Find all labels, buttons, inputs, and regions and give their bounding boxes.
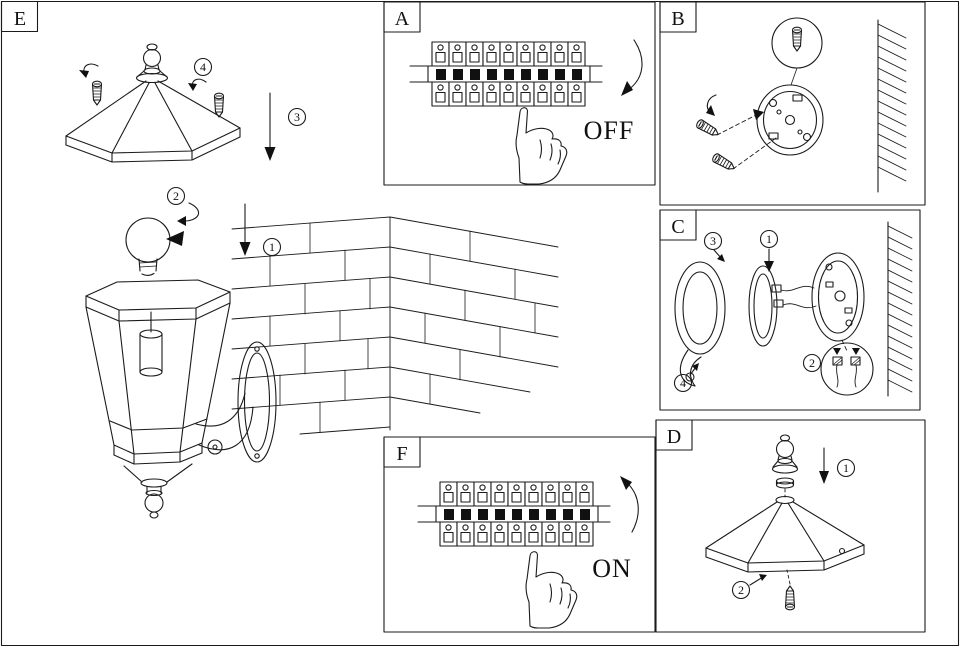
panel-b-label: B (671, 8, 684, 30)
step-badge-d2: 2 (738, 583, 744, 597)
switch-up-arrow-icon (620, 476, 639, 533)
down-arrow-step3-icon (264, 92, 276, 161)
step-badge-c4: 4 (680, 376, 686, 390)
screw-guide-dashes (786, 569, 791, 585)
lantern-roof-cap (65, 43, 241, 163)
step-badge-c2: 2 (809, 356, 815, 370)
panel-d-label: D (667, 426, 681, 448)
wall-hatch (887, 221, 913, 397)
panel-a (383, 1, 656, 186)
magnifier-leader-dashes (841, 339, 848, 352)
panel-e-label-box (0, 0, 39, 33)
status-off-label: OFF (584, 116, 635, 145)
wired-mounting-plate (771, 252, 865, 342)
step1-arrow-icon (764, 248, 774, 272)
down-arrow-step1-icon (239, 203, 251, 256)
screw-detail-magnifier (771, 17, 823, 86)
panel-f (383, 436, 656, 633)
panel-f-label: F (396, 443, 407, 465)
panel-a-label: A (395, 8, 410, 30)
panel-e (0, 0, 559, 519)
step2-arrow-icon (749, 574, 767, 586)
step-badge-c1: 1 (766, 232, 772, 246)
wall-hatch (877, 19, 907, 193)
mounting-plate (756, 84, 824, 156)
screw-guide-dashes (716, 112, 777, 170)
step-badge-e3: 3 (294, 110, 300, 124)
rotate-arrow-right-icon (188, 78, 207, 91)
panel-c (659, 209, 921, 411)
status-on-label: ON (592, 554, 632, 583)
bulb-turn-arrow-icon (177, 202, 200, 226)
panel-c-label: C (671, 216, 684, 238)
gasket-ring (748, 265, 778, 347)
step1-down-arrow-icon (819, 447, 829, 484)
finial-collar-ring (775, 477, 795, 489)
step3-arrow-icon (713, 249, 725, 262)
panel-e-label: E (14, 8, 26, 30)
wall-bracket (195, 341, 277, 463)
wire-connector-magnifier (820, 342, 874, 396)
step-badge-d1: 1 (843, 461, 849, 475)
roof-cap (705, 495, 865, 573)
panel-b-label-box (659, 1, 697, 33)
breaker-strip (410, 42, 602, 106)
rotate-arrow-left-icon (79, 63, 99, 78)
panel-b (659, 1, 926, 206)
lantern-body (85, 279, 231, 519)
roof-finial (771, 434, 799, 474)
wire-leads (780, 285, 817, 309)
step4-arrow-icon (689, 363, 699, 376)
panel-a-label-box (383, 1, 421, 33)
step-badge-e2: 2 (173, 189, 179, 203)
panel-d (655, 419, 926, 633)
panel-f-label-box (383, 436, 421, 468)
breaker-strip (418, 482, 610, 546)
brick-wall (231, 216, 559, 435)
panel-c-label-box (659, 209, 697, 241)
step-badge-e1: 1 (269, 240, 275, 254)
step-badge-e4: 4 (200, 60, 206, 74)
switch-down-arrow-icon (621, 39, 643, 96)
turn-arrow-icon (706, 94, 717, 116)
bulb-insert-arrow-icon (166, 231, 184, 246)
screw-direction-arrow-icon (753, 109, 764, 120)
panel-d-label-box (655, 419, 693, 451)
step-badges (166, 57, 856, 600)
step-badge-c3: 3 (710, 234, 716, 248)
